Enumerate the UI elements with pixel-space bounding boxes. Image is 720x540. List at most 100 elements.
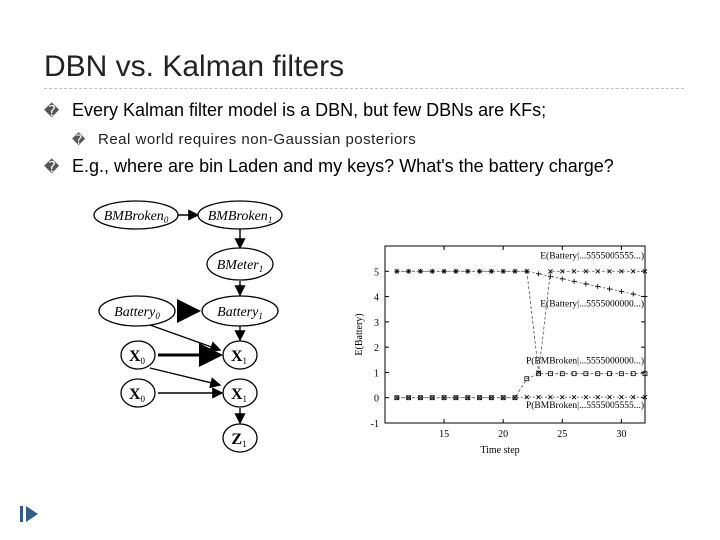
bullet-2: E.g., where are bin Laden and my keys? W… [72, 156, 614, 176]
data-point [524, 394, 530, 400]
data-point [583, 371, 589, 377]
bullet-marker: � [72, 132, 86, 147]
data-point [429, 395, 435, 400]
data-point [453, 395, 459, 400]
data-point [477, 395, 482, 400]
data-point [548, 394, 553, 400]
slide-title: DBN vs. Kalman filters [44, 50, 345, 83]
svg-text:X1: X1 [231, 348, 247, 366]
series-label: E(Battery|...5555005555...) [540, 251, 644, 262]
data-point [607, 269, 612, 274]
node-x-1-upper: X1 [222, 340, 258, 370]
network-edges [149, 209, 246, 425]
dbn-diagram: BMBroken0 BMBroken1 BMeter1 Battery0 Bat… [93, 200, 283, 453]
data-point [536, 371, 542, 377]
data-point [536, 271, 542, 277]
data-point [512, 268, 518, 274]
slide-marker-arrow [26, 506, 38, 522]
x-axis-label: Time step [480, 445, 519, 456]
data-point [619, 269, 624, 274]
node-x-0-lower: X0 [120, 378, 156, 408]
data-point [488, 268, 494, 274]
slide-marker-bar [20, 506, 23, 522]
series-line [396, 373, 645, 399]
data-point [595, 371, 601, 377]
svg-text:Z1: Z1 [231, 431, 246, 449]
data-point [465, 395, 471, 400]
data-point [642, 394, 648, 400]
data-point [595, 269, 601, 274]
y-tick-label: 0 [374, 394, 379, 405]
data-point [619, 394, 624, 400]
node-bmbroken-0: BMBroken0 [93, 200, 179, 230]
data-point [630, 291, 636, 297]
data-point [547, 273, 553, 279]
series-label: P(BMBroken|...5555000000...) [526, 356, 644, 367]
data-point [583, 269, 589, 274]
data-point [595, 394, 601, 400]
data-point [406, 395, 411, 400]
data-point [571, 371, 577, 377]
data-point [417, 268, 423, 274]
node-battery-1: Battery1 [201, 295, 279, 327]
data-point [642, 269, 648, 274]
plot-frame [384, 245, 646, 424]
data-point [630, 371, 636, 377]
title-divider [44, 88, 684, 89]
node-z-1: Z1 [222, 423, 258, 453]
data-point [630, 269, 636, 274]
data-point [500, 268, 506, 274]
data-point [418, 395, 423, 400]
svg-text:BMBroken1: BMBroken1 [208, 209, 273, 225]
x-tick-label: 20 [498, 429, 508, 440]
x-tick-label: 25 [557, 429, 567, 440]
data-point [559, 269, 565, 274]
data-point [524, 268, 530, 274]
data-point [595, 283, 601, 289]
series-line [396, 270, 646, 297]
data-point [642, 371, 648, 377]
data-point [477, 268, 483, 274]
x-tick-label: 15 [439, 429, 449, 440]
data-point [583, 281, 589, 287]
data-point [489, 395, 494, 400]
node-x-0-upper: X0 [120, 340, 156, 370]
data-point [571, 269, 577, 274]
bullet-marker: � [44, 159, 60, 176]
data-point [607, 286, 613, 292]
data-point [583, 394, 589, 400]
y-tick-label: 1 [374, 368, 379, 379]
data-point [429, 268, 435, 274]
data-point [406, 268, 412, 274]
y-tick-label: 3 [374, 318, 379, 329]
node-bmbroken-1: BMBroken1 [197, 200, 283, 230]
data-point [548, 371, 553, 377]
data-point [441, 395, 447, 400]
data-point [571, 394, 577, 400]
data-point [394, 395, 400, 400]
svg-text:BMBroken0: BMBroken0 [104, 209, 169, 225]
data-point [524, 376, 530, 382]
node-battery-0: Battery0 [98, 295, 176, 327]
y-tick-label: 4 [374, 293, 379, 304]
data-point [536, 394, 541, 400]
data-point [512, 395, 518, 400]
svg-text:X0: X0 [129, 348, 146, 366]
data-point [453, 268, 459, 274]
data-point [500, 395, 506, 400]
svg-text:X0: X0 [129, 386, 146, 404]
data-point [607, 371, 612, 377]
y-tick-label: 2 [374, 343, 379, 354]
data-point [630, 394, 636, 400]
svg-text:BMeter1: BMeter1 [217, 258, 263, 274]
svg-text:Battery1: Battery1 [217, 305, 263, 321]
data-point [441, 268, 447, 274]
node-bmeter-1: BMeter1 [206, 247, 274, 281]
data-point [618, 371, 624, 377]
data-point [559, 276, 565, 282]
y-tick-label: -1 [371, 419, 379, 430]
data-point [559, 394, 565, 400]
data-point [559, 371, 565, 377]
bullet-marker: � [44, 103, 60, 120]
